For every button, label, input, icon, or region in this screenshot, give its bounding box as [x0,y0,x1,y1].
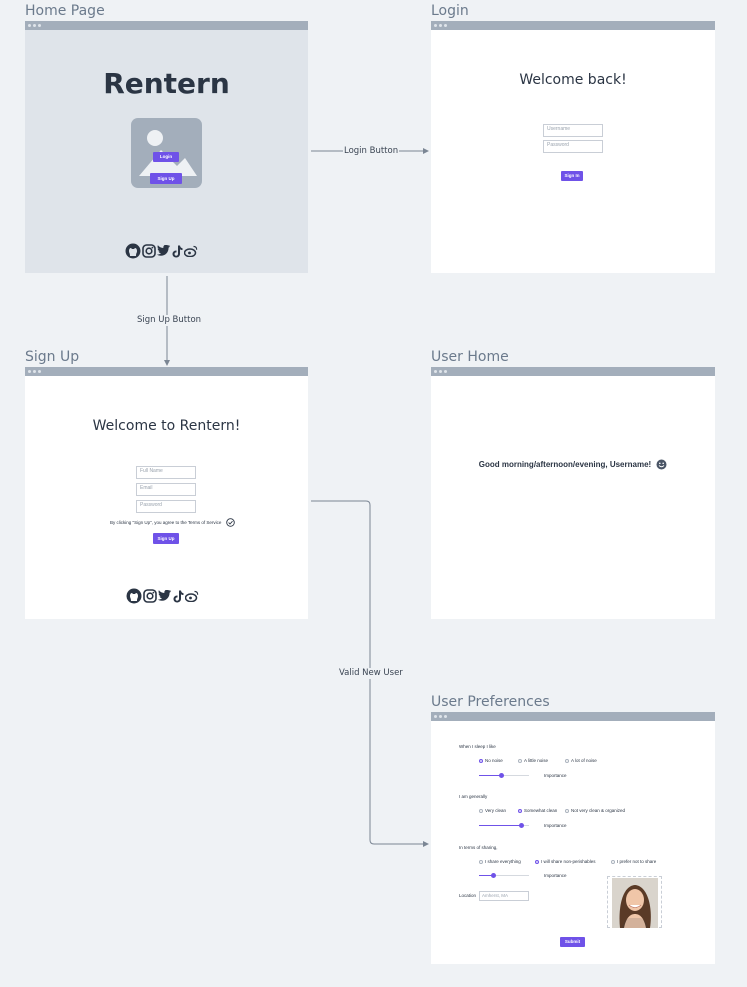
option-label: Somewhat clean [524,808,558,813]
window-bar [25,367,308,376]
option-label: A little noise [524,758,549,763]
signup-heading: Welcome to Rentern! [92,418,241,434]
radio-option[interactable] [518,809,522,813]
window-bar [25,21,308,30]
social-links [126,588,199,604]
tiktok-icon[interactable] [173,590,184,603]
edge-label-valid-user: Valid New User [338,668,404,679]
pref-question: In terms of sharing, [459,845,498,850]
location-field[interactable]: Amherst, MA [479,891,529,901]
app-logo-text: Rentern [103,67,230,100]
email-field[interactable]: Email [136,483,196,496]
edge-label-login: Login Button [343,146,400,157]
signup-frame: Welcome to Rentern! Full Name Email Pass… [25,367,308,619]
submit-button[interactable]: Submit [560,937,585,947]
preferences-frame: When I sleep I like No noise A little no… [431,712,715,964]
instagram-icon[interactable] [142,244,156,258]
option-label: I share everything [485,859,521,864]
radio-option[interactable] [565,809,569,813]
importance-label: Importance [544,773,567,778]
importance-label: Importance [544,873,567,878]
frame-title-login: Login [431,3,469,19]
radio-option[interactable] [535,860,539,864]
importance-slider[interactable] [479,823,529,828]
home-signup-button[interactable]: Sign Up [150,173,182,184]
twitter-icon[interactable] [157,245,171,257]
frame-title-preferences: User Preferences [431,694,550,710]
option-label: I prefer not to share [617,859,657,864]
login-heading: Welcome back! [519,72,627,88]
window-bar [431,21,715,30]
importance-label: Importance [544,823,567,828]
radio-option[interactable] [479,809,483,813]
option-label: Not very clean & organized [571,808,626,813]
radio-option[interactable] [611,860,615,864]
pref-question: When I sleep I like [459,744,496,749]
fullname-field[interactable]: Full Name [136,466,196,479]
home-page-frame: Rentern Login Sign Up [25,21,308,273]
username-field[interactable]: Username [543,124,603,137]
frame-title-home: Home Page [25,3,105,19]
smile-emoji-icon [656,459,667,470]
user-home-frame: Good morning/afternoon/evening, Username… [431,367,715,619]
option-label: No noise [485,758,503,763]
check-circle-icon[interactable] [226,518,235,527]
window-bar [431,367,715,376]
home-login-button[interactable]: Login [153,152,179,162]
weibo-icon[interactable] [184,245,198,257]
profile-photo[interactable] [607,876,662,928]
radio-option[interactable] [565,759,569,763]
radio-option[interactable] [518,759,522,763]
edge-label-signup: Sign Up Button [136,315,203,326]
github-icon[interactable] [125,243,141,259]
option-label: A lot of noise [571,758,597,763]
signup-submit-button[interactable]: Sign Up [153,533,179,544]
radio-option[interactable] [479,759,483,763]
frame-title-signup: Sign Up [25,349,80,365]
social-links [125,243,198,259]
importance-slider[interactable] [479,873,529,878]
greeting-text: Good morning/afternoon/evening, Username… [478,460,652,469]
password-field[interactable]: Password [136,500,196,513]
login-frame: Welcome back! Username Password Sign In [431,21,715,273]
option-label: Very clean [485,808,507,813]
location-label: Location [459,893,477,898]
password-field[interactable]: Password [543,140,603,153]
signin-button[interactable]: Sign In [561,171,583,181]
weibo-icon[interactable] [185,590,199,602]
radio-option[interactable] [479,860,483,864]
greeting-row: Good morning/afternoon/evening, Username… [431,454,715,473]
github-icon[interactable] [126,588,142,604]
twitter-icon[interactable] [158,590,172,602]
tiktok-icon[interactable] [172,245,183,258]
frame-title-user-home: User Home [431,349,509,365]
instagram-icon[interactable] [143,589,157,603]
terms-text: By clicking "Sign Up", you agree to the … [110,520,222,525]
pref-question: I am generally [459,794,488,799]
importance-slider[interactable] [479,773,529,778]
option-label: I will share non-perishables [541,859,596,864]
window-bar [431,712,715,721]
